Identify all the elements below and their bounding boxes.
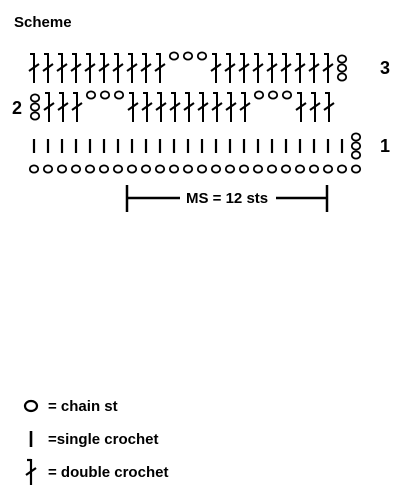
stitch-row bbox=[29, 90, 335, 122]
double-crochet-stitch bbox=[141, 92, 153, 122]
chain-stitch bbox=[336, 164, 348, 174]
chain-stitch bbox=[140, 164, 152, 174]
double-crochet-stitch bbox=[266, 53, 278, 83]
double-crochet-stitch bbox=[295, 92, 307, 122]
chain-stitch bbox=[224, 164, 236, 174]
chain-stitch bbox=[154, 164, 166, 174]
chain-stitch bbox=[29, 93, 41, 121]
double-crochet-stitch bbox=[56, 53, 68, 83]
chain-stitch bbox=[336, 54, 348, 82]
double-crochet-icon bbox=[20, 458, 42, 486]
legend-label-single: =single crochet bbox=[48, 430, 159, 448]
double-crochet-stitch bbox=[70, 53, 82, 83]
chain-stitch bbox=[350, 132, 362, 160]
chain-stitch bbox=[28, 164, 40, 174]
chain-stitch bbox=[113, 90, 125, 100]
double-crochet-stitch bbox=[28, 53, 40, 83]
double-crochet-stitch bbox=[112, 53, 124, 83]
chain-stitch bbox=[70, 164, 82, 174]
double-crochet-stitch bbox=[169, 92, 181, 122]
double-crochet-stitch bbox=[197, 92, 209, 122]
double-crochet-stitch bbox=[183, 92, 195, 122]
chain-stitch bbox=[84, 164, 96, 174]
chain-stitch bbox=[85, 90, 97, 100]
chain-stitch bbox=[112, 164, 124, 174]
chain-stitch-icon bbox=[20, 392, 42, 420]
repeat-label: MS = 12 sts bbox=[186, 190, 269, 207]
chain-stitch bbox=[294, 164, 306, 174]
double-crochet-stitch bbox=[322, 53, 334, 83]
chain-stitch bbox=[280, 164, 292, 174]
double-crochet-stitch bbox=[57, 92, 69, 122]
double-crochet-stitch bbox=[42, 53, 54, 83]
double-crochet-stitch bbox=[294, 53, 306, 83]
chain-stitch bbox=[196, 51, 208, 61]
double-crochet-stitch bbox=[238, 53, 250, 83]
row-number-1: 1 bbox=[380, 136, 391, 156]
chain-stitch bbox=[266, 164, 278, 174]
double-crochet-stitch bbox=[98, 53, 110, 83]
chain-stitch bbox=[168, 51, 180, 61]
chain-stitch bbox=[182, 51, 194, 61]
double-crochet-stitch bbox=[155, 92, 167, 122]
double-crochet-stitch bbox=[308, 53, 320, 83]
chain-stitch bbox=[210, 164, 222, 174]
chain-stitch bbox=[56, 164, 68, 174]
legend-label-double: = double crochet bbox=[48, 463, 169, 481]
chain-stitch bbox=[42, 164, 54, 174]
legend-item-chain: = chain st bbox=[20, 392, 118, 420]
row-number-2: 2 bbox=[12, 98, 23, 118]
double-crochet-stitch bbox=[210, 53, 222, 83]
chain-stitch bbox=[98, 164, 110, 174]
double-crochet-stitch bbox=[252, 53, 264, 83]
double-crochet-stitch bbox=[309, 92, 321, 122]
double-crochet-stitch bbox=[140, 53, 152, 83]
row-number-3: 3 bbox=[380, 58, 391, 78]
legend-item-single: =single crochet bbox=[20, 425, 158, 453]
double-crochet-stitch bbox=[225, 92, 237, 122]
double-crochet-stitch bbox=[323, 92, 335, 122]
chain-stitch bbox=[182, 164, 194, 174]
chain-stitch bbox=[322, 164, 334, 174]
legend-label-chain: = chain st bbox=[48, 397, 118, 415]
legend-item-double: = double crochet bbox=[20, 458, 168, 486]
page-title: Scheme bbox=[14, 14, 72, 31]
double-crochet-stitch bbox=[84, 53, 96, 83]
double-crochet-stitch bbox=[43, 92, 55, 122]
stitch-row bbox=[28, 51, 348, 83]
double-crochet-stitch bbox=[211, 92, 223, 122]
chain-stitch bbox=[252, 164, 264, 174]
chain-stitch bbox=[99, 90, 111, 100]
single-crochet-icon bbox=[20, 425, 42, 453]
repeat-bracket bbox=[125, 185, 329, 212]
stitch-row bbox=[32, 132, 362, 160]
double-crochet-stitch bbox=[154, 53, 166, 83]
chain-stitch bbox=[350, 164, 362, 174]
chain-stitch bbox=[168, 164, 180, 174]
chain-stitch bbox=[253, 90, 265, 100]
double-crochet-stitch bbox=[127, 92, 139, 122]
crochet-diagram bbox=[28, 51, 362, 212]
chain-stitch bbox=[196, 164, 208, 174]
chain-stitch bbox=[126, 164, 138, 174]
double-crochet-stitch bbox=[126, 53, 138, 83]
double-crochet-stitch bbox=[71, 92, 83, 122]
chain-stitch bbox=[267, 90, 279, 100]
chain-stitch bbox=[281, 90, 293, 100]
double-crochet-stitch bbox=[280, 53, 292, 83]
double-crochet-stitch bbox=[239, 92, 251, 122]
double-crochet-stitch bbox=[224, 53, 236, 83]
chain-stitch bbox=[308, 164, 320, 174]
stitch-row bbox=[28, 164, 362, 174]
chain-stitch bbox=[238, 164, 250, 174]
